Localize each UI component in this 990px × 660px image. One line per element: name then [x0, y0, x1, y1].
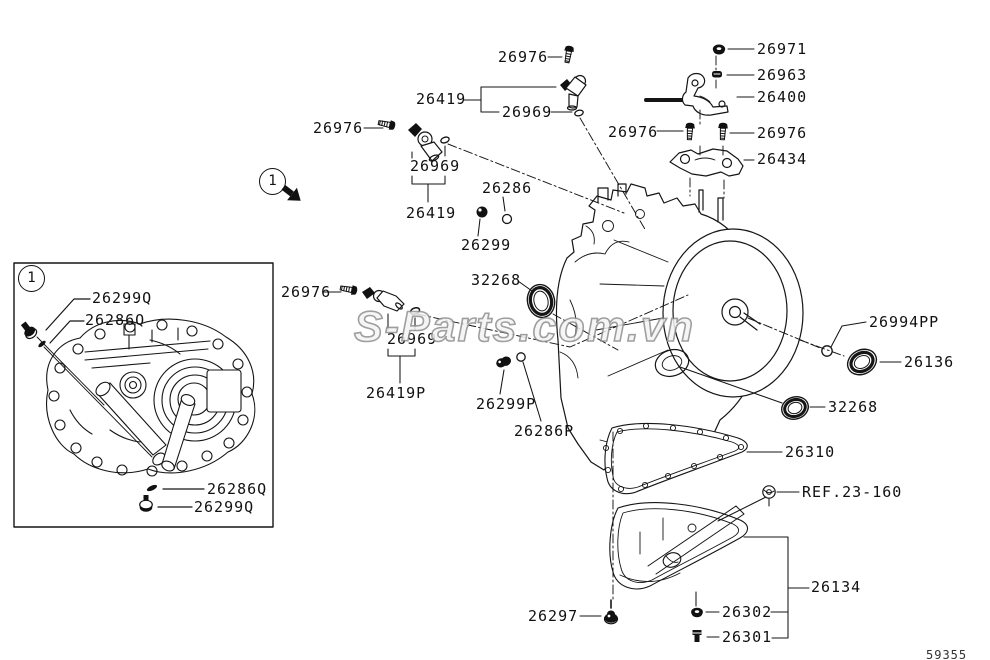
part-label-26302: 26302 — [722, 603, 773, 621]
part-label-26969: 26969 — [387, 330, 438, 348]
view-arrow-icon — [281, 184, 301, 201]
doc-code: 59355 — [926, 648, 968, 660]
part-label-26301: 26301 — [722, 628, 773, 646]
part-label-26286Q: 26286Q — [207, 480, 268, 498]
inset-box — [13, 262, 274, 528]
view-marker: 1 — [259, 168, 286, 195]
part-label-26419: 26419 — [416, 90, 467, 108]
part-label-26286Q: 26286Q — [85, 311, 146, 329]
nut-26302-icon — [691, 607, 703, 618]
part-label-26299Q: 26299Q — [194, 498, 255, 516]
seal-32268-lower-icon — [781, 396, 809, 420]
part-label-26976: 26976 — [313, 119, 364, 137]
part-label-26136: 26136 — [904, 353, 955, 371]
seal-26136-icon — [846, 348, 878, 376]
oil-pan-26134-drawing — [609, 502, 749, 590]
part-label-26286: 26286 — [482, 179, 533, 197]
part-label-26976: 26976 — [281, 283, 332, 301]
lever-26434-drawing — [669, 148, 744, 177]
part-label-26976: 26976 — [608, 123, 659, 141]
gasket-26310-drawing — [602, 422, 748, 495]
ball-26299-icon — [476, 206, 488, 218]
leader-lines — [323, 48, 902, 639]
part-label-26286P: 26286P — [514, 422, 575, 440]
inset-sensor-26299Q-icon — [20, 321, 38, 340]
part-label-26969: 26969 — [410, 157, 461, 175]
part-label-26969: 26969 — [502, 103, 553, 121]
bolt-26976-left-icon — [376, 117, 397, 132]
bolt-26976-top-icon — [561, 44, 576, 64]
plug-26963-icon — [712, 71, 722, 78]
part-label-ref-23-160: REF.23-160 — [802, 483, 903, 501]
part-label-26299Q: 26299Q — [92, 289, 153, 307]
part-label-26994PP: 26994PP — [869, 313, 940, 331]
part-label-32268: 32268 — [828, 398, 879, 416]
transmission-case-drawing — [555, 183, 804, 471]
sensor-26419-mid-icon — [408, 123, 443, 162]
inset-oring-26286Q-bottom-icon — [146, 484, 158, 492]
part-label-26299: 26299 — [461, 236, 512, 254]
part-label-26297: 26297 — [528, 607, 579, 625]
sensor-26419P-icon — [362, 287, 405, 312]
seal-32268-upper-icon — [526, 283, 556, 319]
drain-plug-26297-icon — [603, 599, 619, 625]
center-lines — [416, 55, 845, 602]
inset-marker: 1 — [18, 265, 45, 292]
sensor-26419-top-icon — [560, 74, 587, 111]
part-label-26400: 26400 — [757, 88, 808, 106]
bolt-26976-pair-left-icon — [683, 121, 696, 141]
part-label-26971: 26971 — [757, 40, 808, 58]
part-label-26134: 26134 — [811, 578, 862, 596]
grommet-ref-icon — [762, 485, 776, 499]
part-label-26310: 26310 — [785, 443, 836, 461]
bracket-26400-drawing — [644, 72, 729, 116]
part-label-26299P: 26299P — [476, 395, 537, 413]
inset-plug-26299Q-bottom-icon — [139, 495, 153, 512]
oring-26286P-icon — [516, 352, 526, 362]
oring-26994PP-icon — [821, 345, 833, 357]
part-label-26976: 26976 — [757, 124, 808, 142]
inset-transmission-drawing — [46, 318, 256, 477]
part-label-32268: 32268 — [471, 271, 522, 289]
inset-oring-26286Q-icon — [38, 340, 46, 348]
bolt-26976-mid-icon — [339, 282, 359, 297]
part-label-26419P: 26419P — [366, 384, 427, 402]
plug-26299P-icon — [496, 356, 511, 368]
inset-leader-lines — [36, 298, 205, 508]
part-label-26976: 26976 — [498, 48, 549, 66]
oring-26286-icon — [501, 213, 513, 225]
nut-26971-icon — [712, 44, 726, 56]
part-label-26963: 26963 — [757, 66, 808, 84]
bolt-26976-pair-right-icon — [716, 121, 729, 141]
bolt-26301-icon — [692, 630, 702, 642]
part-label-26419: 26419 — [406, 204, 457, 222]
part-label-26434: 26434 — [757, 150, 808, 168]
